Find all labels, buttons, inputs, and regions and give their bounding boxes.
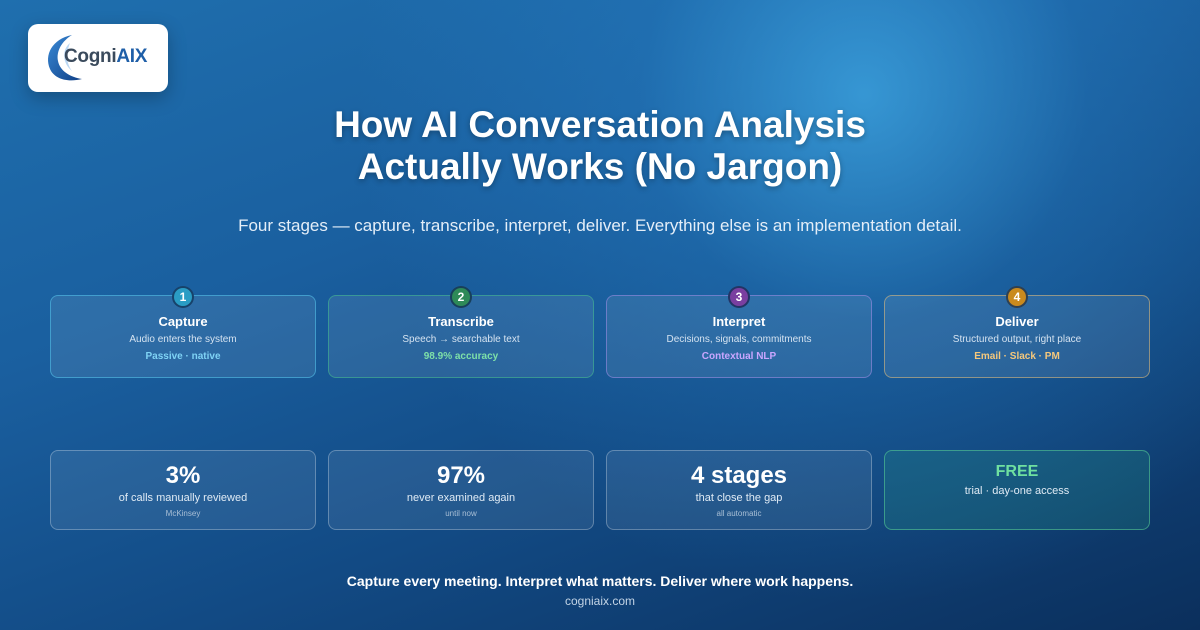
stage-number-badge: 4 xyxy=(1006,286,1028,308)
stage-title: Interpret xyxy=(712,314,766,329)
stage-title: Capture xyxy=(158,314,208,329)
stat-value: FREE xyxy=(995,463,1039,480)
logo-card: CogniAIX xyxy=(28,24,168,92)
stage-card-interpret: 3 Interpret Decisions, signals, commitme… xyxy=(606,286,872,378)
page-title-line-2: Actually Works (No Jargon) xyxy=(357,146,843,187)
stat-card-reviewed: 3% of calls manually reviewed McKinsey xyxy=(50,450,316,530)
stage-card-capture: 1 Capture Audio enters the system Passiv… xyxy=(50,286,316,378)
stage-number-badge: 2 xyxy=(450,286,472,308)
footer-tagline: Capture every meeting. Interpret what ma… xyxy=(346,573,854,589)
page-title-line-1: How AI Conversation Analysis xyxy=(334,104,866,145)
stage-title: Transcribe xyxy=(428,314,494,329)
footer-site-link[interactable]: cogniaix.com xyxy=(564,594,636,608)
stage-description: Decisions, signals, commitments xyxy=(666,334,812,345)
page-title: How AI Conversation Analysis Actually Wo… xyxy=(0,104,1200,188)
stat-label: that close the gap xyxy=(695,492,783,504)
logo-wordmark: CogniAIX xyxy=(64,46,148,67)
stat-cards: 3% of calls manually reviewed McKinsey 9… xyxy=(50,450,1150,530)
page-subtitle: Four stages — capture, transcribe, inter… xyxy=(238,216,962,235)
stage-tag: Passive · native xyxy=(145,351,221,362)
logo-swoosh-icon xyxy=(48,35,82,81)
stat-value: 3% xyxy=(165,462,201,489)
stage-description: Structured output, right place xyxy=(952,334,1082,345)
stat-card-never-examined: 97% never examined again until now xyxy=(328,450,594,530)
stat-label: of calls manually reviewed xyxy=(118,492,248,504)
stage-description: Speech → searchable text xyxy=(402,334,520,345)
stat-card-stages: 4 stages that close the gap all automati… xyxy=(606,450,872,530)
stage-tag: Email · Slack · PM xyxy=(974,351,1060,362)
stat-label: never examined again xyxy=(406,492,516,504)
stage-description: Audio enters the system xyxy=(129,334,237,345)
stat-source: all automatic xyxy=(716,509,762,518)
stat-card-free-trial: FREE trial · day-one access xyxy=(884,450,1150,530)
stage-tag: 98.9% accuracy xyxy=(423,351,499,362)
stat-value: 4 stages xyxy=(690,462,788,489)
stage-card-deliver: 4 Deliver Structured output, right place… xyxy=(884,286,1150,378)
stat-label: trial · day-one access xyxy=(964,485,1070,497)
stage-title: Deliver xyxy=(995,314,1039,329)
stage-number-badge: 1 xyxy=(172,286,194,308)
stat-value: 97% xyxy=(436,462,486,489)
stat-source: until now xyxy=(445,509,477,518)
stage-number-badge: 3 xyxy=(728,286,750,308)
stage-cards: 1 Capture Audio enters the system Passiv… xyxy=(50,286,1150,378)
stage-card-transcribe: 2 Transcribe Speech → searchable text 98… xyxy=(328,286,594,378)
stage-tag: Contextual NLP xyxy=(701,351,777,362)
stat-source: McKinsey xyxy=(165,509,201,518)
